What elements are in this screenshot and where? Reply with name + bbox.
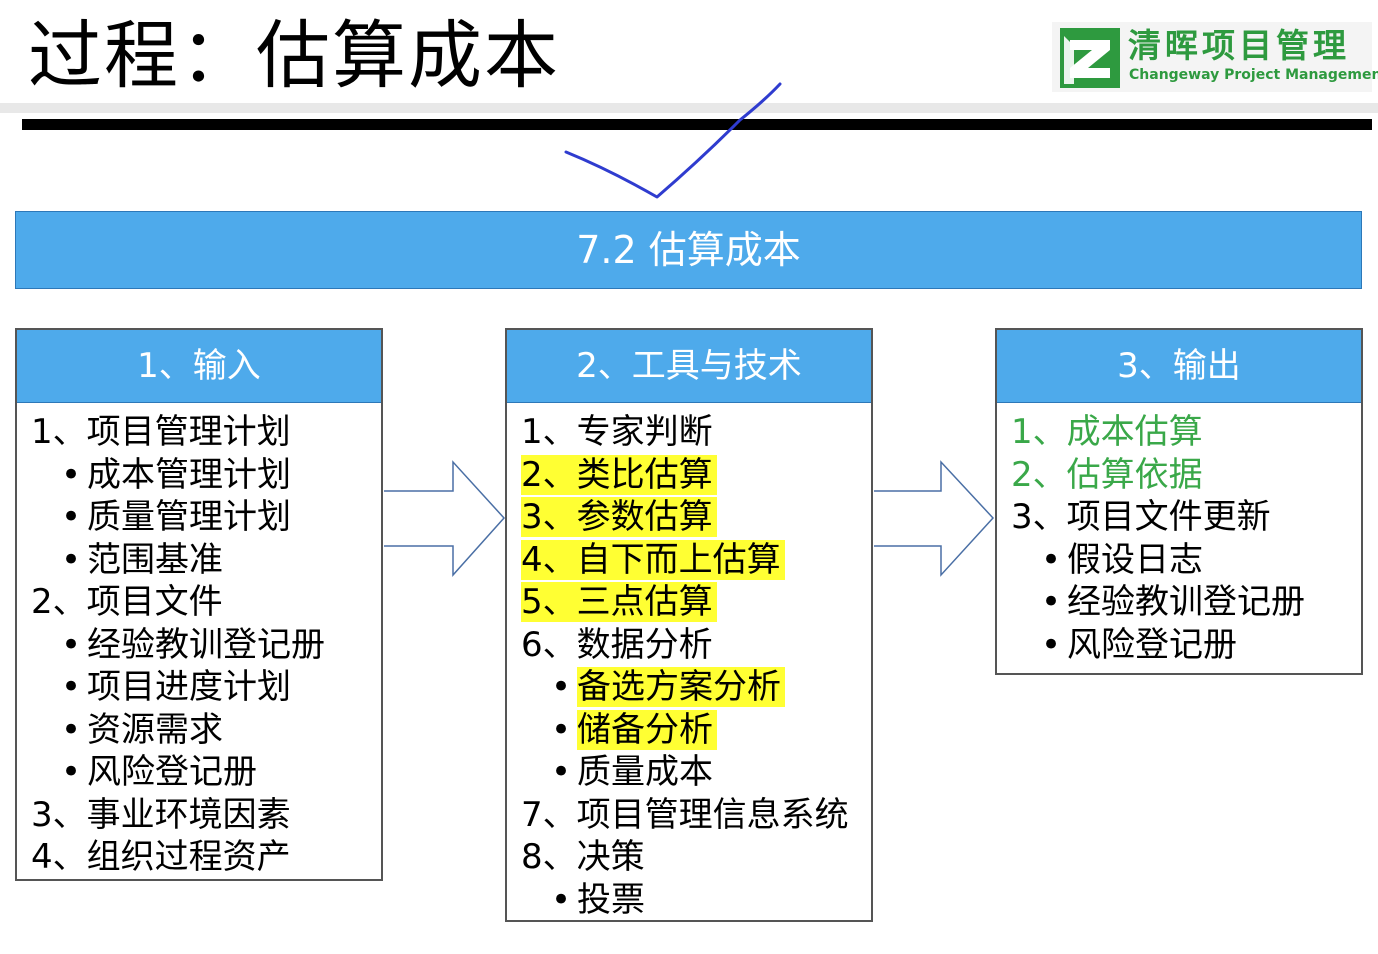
list-item-text: 资源需求	[87, 709, 223, 750]
list-item-text: 假设日志	[1067, 539, 1203, 580]
logo-mark-icon	[1060, 28, 1120, 88]
list-item-text: 质量管理计划	[87, 497, 291, 537]
list-item: 储备分析	[521, 709, 871, 752]
list-item: 经验教训登记册	[31, 624, 381, 667]
list-item-text: 7、项目管理信息系统	[521, 794, 849, 835]
list-item: 3、事业环境因素	[31, 794, 381, 837]
list-item-text: 项目进度计划	[87, 667, 291, 707]
list-item-text: 3、项目文件更新	[1011, 497, 1271, 537]
list-item-text: 风险登记册	[1067, 624, 1237, 665]
logo-text-en: Changeway Project Management	[1129, 67, 1378, 83]
list-item: 范围基准	[31, 539, 381, 582]
header-rule-light	[0, 103, 1378, 113]
list-item-text: 经验教训登记册	[87, 624, 325, 665]
header-rule-dark	[22, 119, 1372, 130]
list-item: 2、估算依据	[1011, 454, 1361, 497]
list-item-text: 2、项目文件	[31, 582, 223, 622]
company-logo: 清晖项目管理 Changeway Project Management	[1052, 22, 1378, 92]
list-item-text: 1、项目管理计划	[31, 412, 291, 452]
list-item-text: 8、决策	[521, 837, 645, 877]
list-item: 3、项目文件更新	[1011, 496, 1361, 539]
list-item: 1、专家判断	[521, 411, 871, 454]
list-item: 7、项目管理信息系统	[521, 794, 871, 837]
list-item: 5、三点估算	[521, 581, 871, 624]
inputs-column: 1、输入 1、项目管理计划成本管理计划质量管理计划范围基准2、项目文件经验教训登…	[15, 328, 383, 881]
list-item-text: 4、组织过程资产	[31, 837, 291, 877]
list-item: 风险登记册	[31, 751, 381, 794]
list-item: 质量成本	[521, 751, 871, 794]
list-item-text: 范围基准	[87, 539, 223, 580]
tools-header: 2、工具与技术	[507, 330, 871, 403]
list-item: 假设日志	[1011, 539, 1361, 582]
list-item-text: 6、数据分析	[521, 624, 713, 665]
list-item: 4、组织过程资产	[31, 836, 381, 879]
list-item: 1、成本估算	[1011, 411, 1361, 454]
logo-text-cn: 清晖项目管理	[1128, 26, 1350, 65]
list-item: 3、参数估算	[521, 496, 871, 539]
list-item-text: 4、自下而上估算	[521, 539, 785, 580]
list-item-text: 质量成本	[577, 752, 713, 792]
list-item: 2、项目文件	[31, 581, 381, 624]
list-item: 投票	[521, 879, 871, 922]
list-item: 2、类比估算	[521, 454, 871, 497]
list-item: 风险登记册	[1011, 624, 1361, 667]
list-item: 6、数据分析	[521, 624, 871, 667]
list-item: 4、自下而上估算	[521, 539, 871, 582]
list-item-text: 成本管理计划	[87, 454, 291, 495]
process-title-bar: 7.2 估算成本	[15, 211, 1362, 289]
list-item: 备选方案分析	[521, 666, 871, 709]
inputs-header: 1、输入	[17, 330, 381, 403]
list-item-text: 1、专家判断	[521, 412, 713, 452]
right-arrow-icon	[874, 460, 995, 577]
inputs-list: 1、项目管理计划成本管理计划质量管理计划范围基准2、项目文件经验教训登记册项目进…	[17, 403, 381, 879]
list-item-text: 1、成本估算	[1011, 412, 1203, 452]
list-item-text: 备选方案分析	[577, 667, 785, 707]
list-item-text: 3、参数估算	[521, 497, 717, 537]
list-item: 1、项目管理计划	[31, 411, 381, 454]
list-item-text: 5、三点估算	[521, 582, 717, 622]
page-title: 过程：估算成本	[28, 13, 560, 99]
right-arrow-icon	[384, 460, 506, 577]
list-item-text: 储备分析	[577, 709, 717, 750]
outputs-column: 3、输出 1、成本估算2、估算依据3、项目文件更新假设日志经验教训登记册风险登记…	[995, 328, 1363, 675]
list-item-text: 3、事业环境因素	[31, 794, 291, 835]
list-item: 经验教训登记册	[1011, 581, 1361, 624]
outputs-header: 3、输出	[997, 330, 1361, 403]
tools-list: 1、专家判断2、类比估算3、参数估算4、自下而上估算5、三点估算6、数据分析备选…	[507, 403, 871, 921]
list-item-text: 风险登记册	[87, 752, 257, 792]
list-item-text: 经验教训登记册	[1067, 582, 1305, 622]
list-item: 成本管理计划	[31, 454, 381, 497]
list-item-text: 投票	[577, 879, 645, 920]
list-item: 资源需求	[31, 709, 381, 752]
list-item: 项目进度计划	[31, 666, 381, 709]
list-item-text: 2、估算依据	[1011, 454, 1203, 495]
list-item: 8、决策	[521, 836, 871, 879]
list-item-text: 2、类比估算	[521, 454, 717, 495]
list-item: 质量管理计划	[31, 496, 381, 539]
